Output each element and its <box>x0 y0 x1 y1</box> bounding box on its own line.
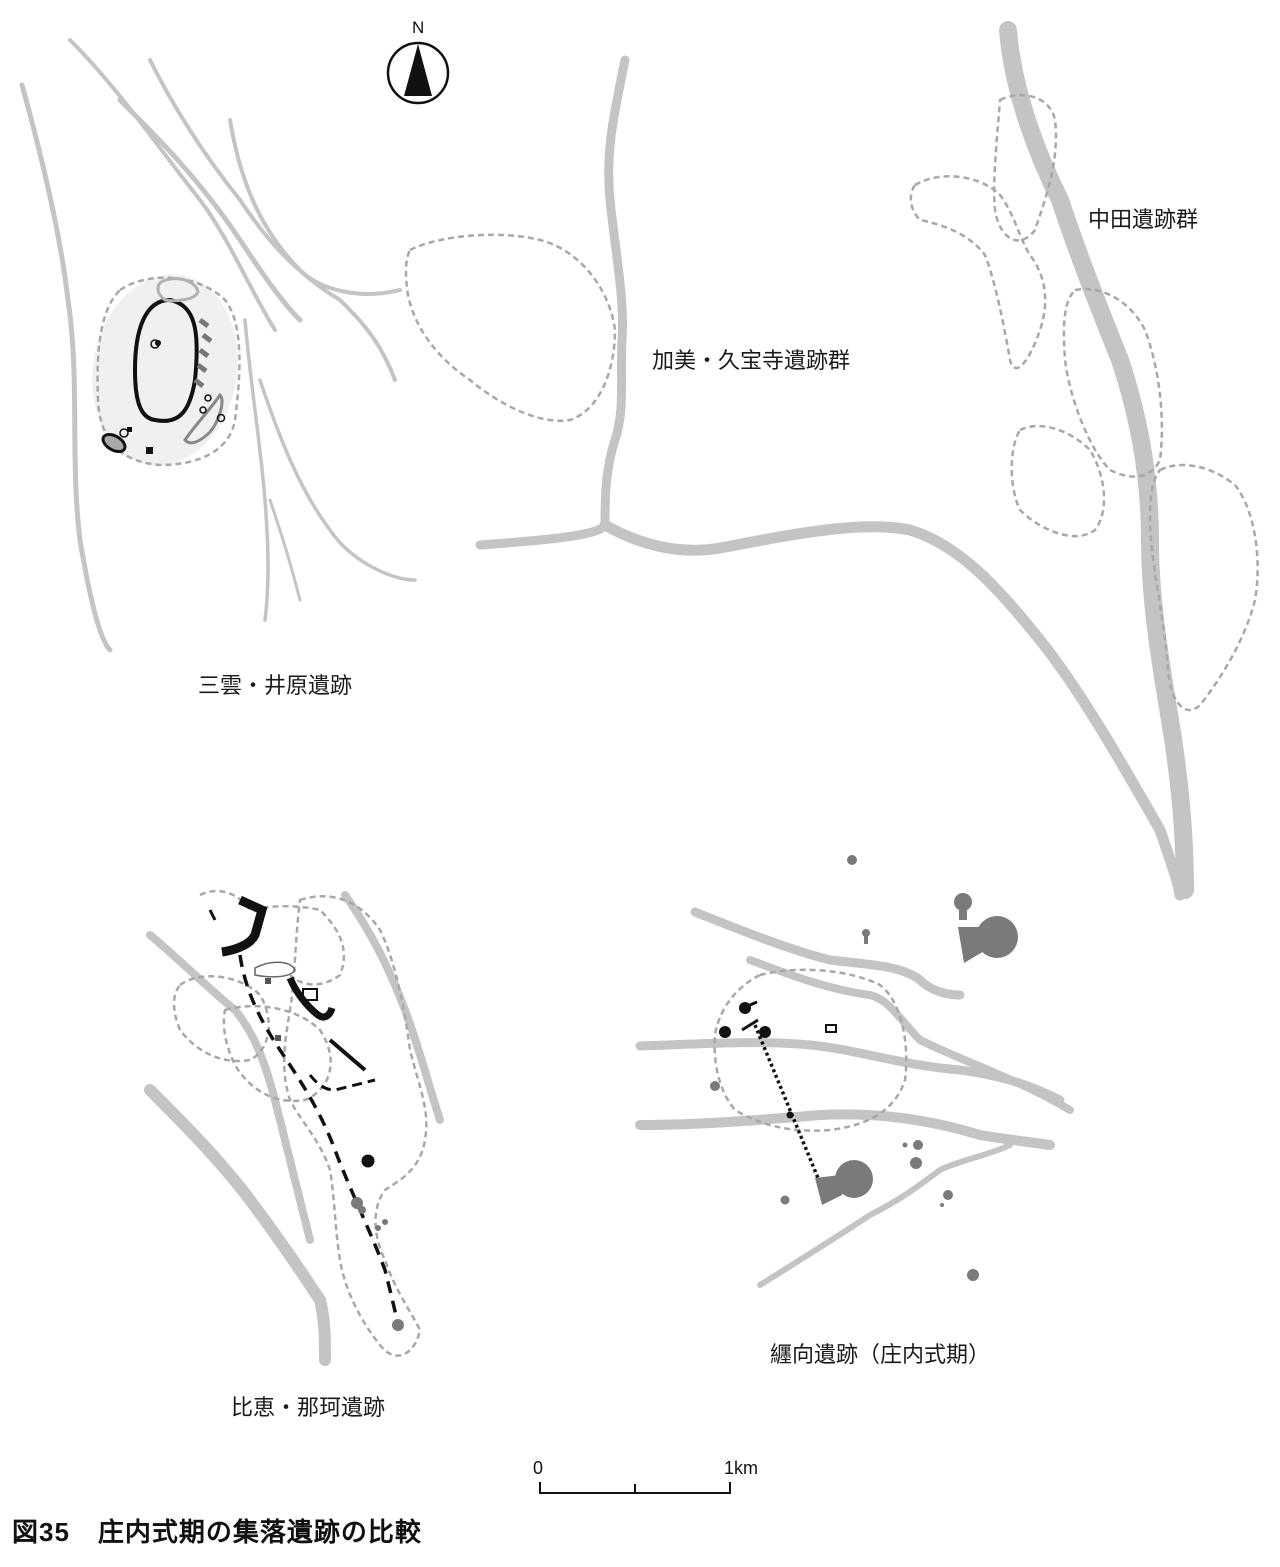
makimuku-map <box>635 855 1074 1288</box>
kami-kuhoji-map <box>404 55 1186 901</box>
site-label-mikumo-iwara: 三雲・井原遺跡 <box>198 674 353 699</box>
scale-end-label: 1km <box>724 1458 759 1478</box>
site-label-kami-kuhoji: 加美・久宝寺遺跡群 <box>652 349 851 374</box>
figure-caption: 図35 庄内式期の集落遺跡の比較 <box>12 1512 422 1549</box>
site-label-makimuku: 纒向遺跡（庄内式期） <box>770 1343 991 1368</box>
figure-title: 庄内式期の集落遺跡の比較 <box>97 1517 422 1547</box>
scale-start-label: 0 <box>533 1458 544 1478</box>
site-label-nakata: 中田遺跡群 <box>1088 208 1199 233</box>
hie-naka-map <box>144 889 444 1366</box>
figure-number: 図35 <box>12 1517 70 1547</box>
site-label-hie-naka: 比恵・那珂遺跡 <box>231 1396 386 1421</box>
mikumo-iwara-map <box>19 38 417 653</box>
nakata-map <box>909 21 1259 899</box>
north-arrow-icon <box>386 41 450 105</box>
scale-bar <box>539 1482 731 1494</box>
north-label: N <box>412 18 425 37</box>
